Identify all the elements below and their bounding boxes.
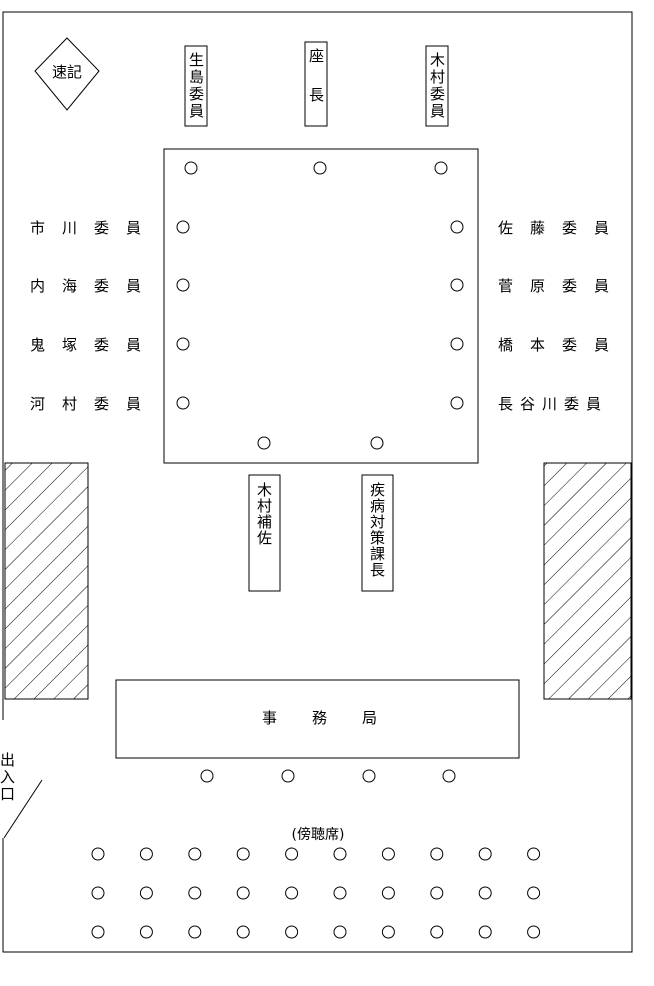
- gallery-seat: [236, 847, 250, 861]
- gallery-seat: [333, 886, 347, 900]
- gallery-seat: [188, 925, 202, 939]
- seat: [450, 396, 464, 410]
- stenographer-label: 速記: [52, 63, 82, 81]
- gallery-seat: [478, 925, 492, 939]
- bottom-name-tag-2-text: 疾病対策課長: [368, 482, 386, 578]
- entrance-label: 出入口: [0, 752, 16, 803]
- gallery-seat: [381, 847, 395, 861]
- left-member-label: 市川委員: [30, 219, 158, 237]
- right-member-label: 佐藤委員: [498, 219, 626, 237]
- top-name-tag-3: 木村委員: [425, 45, 449, 127]
- left-member-label: 内海委員: [30, 277, 158, 295]
- gallery-seat: [188, 847, 202, 861]
- hatched-area-left: [4, 462, 89, 700]
- bottom-name-tag-1-text: 木村補佐: [255, 482, 273, 546]
- gallery-seat: [381, 886, 395, 900]
- seat: [434, 161, 448, 175]
- entrance-door: [3, 779, 43, 839]
- gallery-seat: [139, 925, 153, 939]
- gallery-seat: [139, 847, 153, 861]
- gallery-seat: [333, 847, 347, 861]
- left-members: 市川委員 内海委員 鬼塚委員 河村委員: [30, 219, 158, 413]
- top-name-tag-3-text: 木村委員: [428, 52, 446, 120]
- gallery-seat: [188, 886, 202, 900]
- seat: [184, 161, 198, 175]
- seat: [200, 769, 214, 783]
- seat: [176, 278, 190, 292]
- bottom-name-tag-2: 疾病対策課長: [361, 474, 394, 592]
- gallery-seat: [527, 925, 541, 939]
- seat: [176, 220, 190, 234]
- gallery-seat: [285, 886, 299, 900]
- right-member-label: 長谷川委員: [498, 395, 608, 413]
- gallery-seat: [91, 847, 105, 861]
- top-name-tag-1: 生島委員: [184, 45, 208, 127]
- gallery-seat: [381, 925, 395, 939]
- gallery-seat: [285, 847, 299, 861]
- chair-tag: 座長: [304, 41, 328, 127]
- chair-tag-text: 座長: [307, 48, 325, 126]
- gallery-seat: [91, 925, 105, 939]
- conference-table: [163, 148, 479, 464]
- gallery-seat: [478, 886, 492, 900]
- seat: [176, 337, 190, 351]
- secretariat-table: [115, 679, 520, 759]
- gallery-seat: [430, 886, 444, 900]
- seat: [450, 278, 464, 292]
- gallery-label: (傍聴席): [292, 826, 345, 843]
- bottom-name-tag-1: 木村補佐: [248, 474, 281, 592]
- left-member-label: 河村委員: [30, 395, 158, 413]
- seat: [450, 220, 464, 234]
- gallery-seat: [236, 886, 250, 900]
- secretariat-seats: [200, 769, 456, 783]
- seat: [362, 769, 376, 783]
- stenographer-diamond: [34, 37, 100, 111]
- seat: [257, 436, 271, 450]
- gallery-seats: [91, 847, 541, 939]
- gallery-seat: [478, 847, 492, 861]
- gallery-seat: [333, 925, 347, 939]
- gallery-seat: [285, 925, 299, 939]
- top-name-tag-1-text: 生島委員: [187, 52, 205, 120]
- seat: [176, 396, 190, 410]
- gallery-seat: [139, 886, 153, 900]
- table-seats: [176, 161, 464, 450]
- hatched-area-right: [543, 462, 632, 700]
- gallery-seat: [527, 847, 541, 861]
- seat: [442, 769, 456, 783]
- gallery-seat: [527, 886, 541, 900]
- gallery-seat: [430, 847, 444, 861]
- right-member-label: 橋本委員: [498, 336, 626, 354]
- seat: [370, 436, 384, 450]
- secretariat-label: 事務局: [262, 709, 412, 727]
- right-members: 佐藤委員 菅原委員 橋本委員 長谷川委員: [498, 219, 626, 413]
- seat: [281, 769, 295, 783]
- gallery-seat: [430, 925, 444, 939]
- gallery-seat: [91, 886, 105, 900]
- left-member-label: 鬼塚委員: [30, 336, 158, 354]
- right-member-label: 菅原委員: [498, 277, 626, 295]
- room-border: [2, 11, 633, 953]
- entrance-gap: [1, 720, 6, 838]
- seat: [313, 161, 327, 175]
- seat: [450, 337, 464, 351]
- gallery-seat: [236, 925, 250, 939]
